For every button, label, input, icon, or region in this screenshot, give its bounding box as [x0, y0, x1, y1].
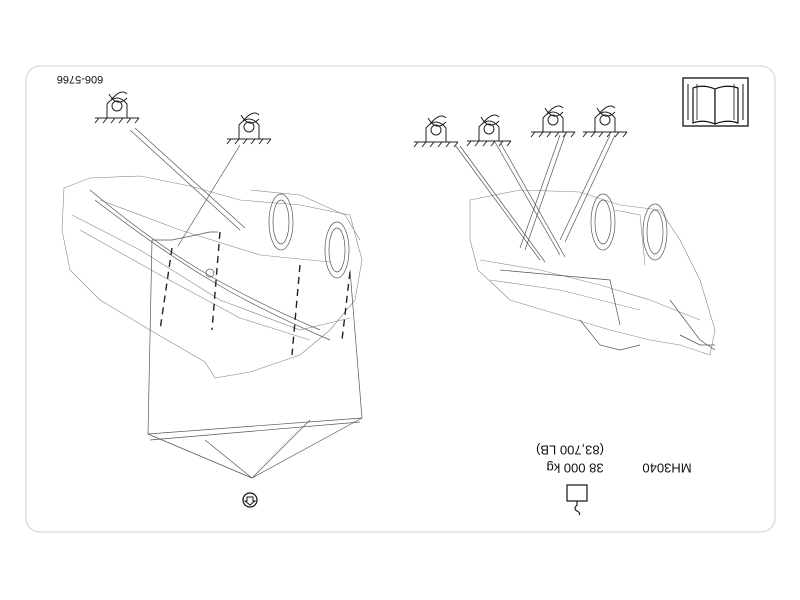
open-manual-icon — [682, 77, 749, 127]
model-number: MH3040 — [642, 460, 691, 475]
tie-down-point-icon — [466, 114, 512, 147]
weight-imperial: (83,700 LB) — [536, 442, 604, 457]
lifting-point-icon — [226, 112, 272, 145]
figure-frame — [25, 65, 776, 533]
tie-down-point-icon — [582, 105, 628, 138]
weight-icon — [566, 484, 588, 516]
tie-down-point-icon — [413, 115, 459, 148]
machine-illustration-tiedown-view — [454, 134, 716, 356]
machine-illustration-lifting-view — [61, 127, 363, 479]
document-number: 606-5766 — [57, 73, 104, 85]
lifting-point-icon — [94, 91, 140, 124]
weight-metric: 38 000 kg — [546, 460, 603, 475]
center-of-gravity-icon — [242, 492, 258, 508]
tie-down-point-icon — [530, 105, 576, 138]
